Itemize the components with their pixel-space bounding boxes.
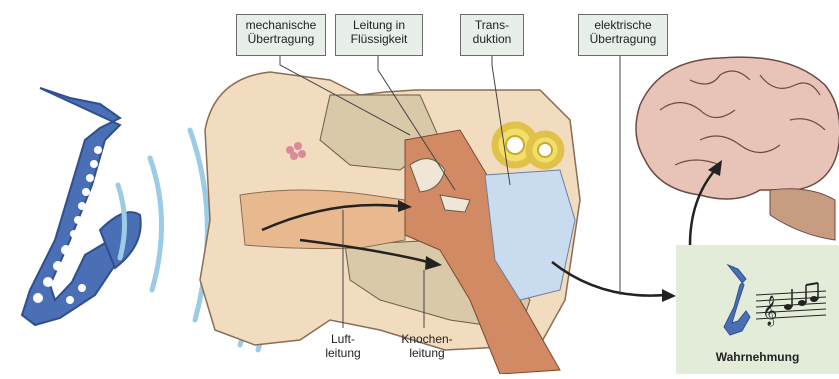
label-mechanical-transmission: mechanische Übertragung <box>236 14 326 56</box>
perception-panel: 𝄞 Wahrnehmung <box>676 245 839 374</box>
label-transduction: Trans- duktion <box>460 14 524 56</box>
brain-illustration <box>636 57 839 245</box>
caption-air-conduction: Luft- leitung <box>318 332 368 360</box>
label-electrical-transmission: elektrische Übertragung <box>578 14 668 56</box>
svg-text:𝄞: 𝄞 <box>762 295 777 327</box>
perception-label: Wahrnehmung <box>676 350 839 364</box>
caption-bone-conduction: Knochen- leitung <box>392 332 462 360</box>
label-fluid-conduction: Leitung in Flüssigkeit <box>335 14 423 56</box>
ear-anatomy <box>200 72 676 374</box>
saxophone-notes-icon: 𝄞 <box>676 245 839 345</box>
